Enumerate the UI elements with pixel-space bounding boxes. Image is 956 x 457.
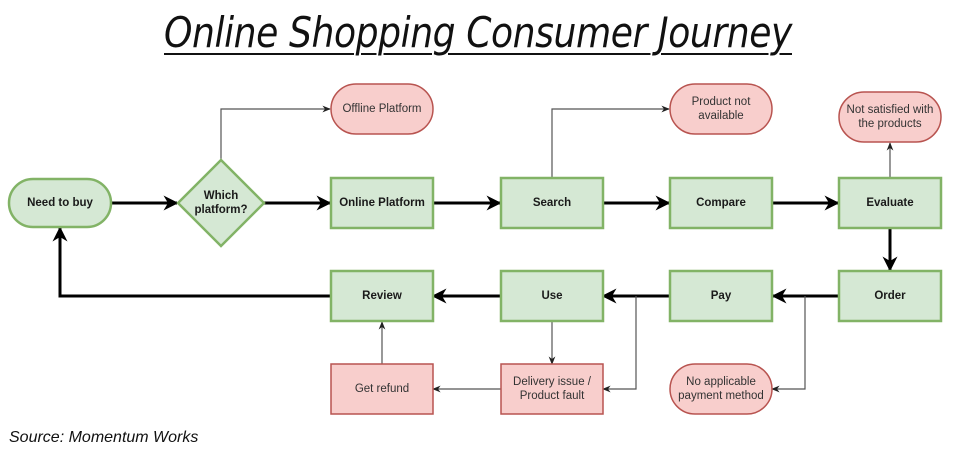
- node-compare: Compare: [668, 176, 774, 230]
- node-refund-shape: [330, 363, 434, 415]
- edge-which-to-offline: [220, 105, 331, 160]
- node-order-label: Order: [874, 290, 906, 302]
- edge-pay-to-delivery: [602, 296, 637, 393]
- node-notavail-label: Product not: [692, 96, 752, 108]
- node-order-shape: [837, 269, 943, 323]
- node-compare-shape: [668, 176, 774, 230]
- node-which-shape: [176, 158, 266, 248]
- node-order: Order: [837, 269, 943, 323]
- node-need-shape: [7, 177, 113, 229]
- node-nopay-label: No applicable: [686, 376, 756, 388]
- node-delivery-label: Delivery issue /: [513, 376, 592, 388]
- node-notsat-shape: [838, 91, 942, 143]
- node-notavail-shape: [669, 83, 773, 135]
- edge-review-to-need: [52, 226, 331, 298]
- node-evaluate: Evaluate: [837, 176, 943, 230]
- node-refund-label: Get refund: [355, 383, 409, 395]
- node-offline-shape: [330, 83, 434, 135]
- node-online-shape: [329, 176, 435, 230]
- edge-order-to-nopay: [771, 296, 806, 393]
- node-notavail-label: available: [698, 110, 743, 122]
- node-refund: Get refund: [330, 363, 434, 415]
- node-search-shape: [499, 176, 605, 230]
- node-offline-label: Offline Platform: [342, 103, 421, 115]
- node-pay-shape: [668, 269, 774, 323]
- node-need: Need to buy: [7, 177, 113, 229]
- node-review: Review: [329, 269, 435, 323]
- node-notsat: Not satisfied with the products: [838, 91, 942, 143]
- node-which-label: Which: [204, 190, 239, 202]
- node-nopay-label: payment method: [678, 390, 764, 402]
- node-offline: Offline Platform: [330, 83, 434, 135]
- node-search-label: Search: [533, 197, 571, 209]
- diagram-title: Online Shopping Consumer Journey: [164, 8, 792, 57]
- node-use-shape: [499, 269, 605, 323]
- node-which: Which platform?: [176, 158, 266, 248]
- edges-layer: [52, 105, 898, 393]
- node-pay: Pay: [668, 269, 774, 323]
- node-nopay-shape: [669, 363, 773, 415]
- node-evaluate-shape: [837, 176, 943, 230]
- nodes-layer: Need to buy Which platform? Offline Platfor…: [7, 83, 943, 415]
- node-delivery-shape: [500, 363, 604, 415]
- node-use-label: Use: [541, 290, 562, 302]
- node-notsat-label: the products: [858, 118, 922, 130]
- node-notsat-label: Not satisfied with: [847, 104, 934, 116]
- node-need-label: Need to buy: [27, 197, 93, 209]
- node-review-label: Review: [362, 290, 402, 302]
- node-nopay: No applicable payment method: [669, 363, 773, 415]
- node-online: Online Platform: [329, 176, 435, 230]
- node-which-label: platform?: [194, 204, 247, 216]
- source-caption: Source: Momentum Works: [9, 429, 199, 446]
- node-search: Search: [499, 176, 605, 230]
- node-compare-label: Compare: [696, 197, 746, 209]
- node-notavail: Product not available: [669, 83, 773, 135]
- node-use: Use: [499, 269, 605, 323]
- node-pay-label: Pay: [711, 290, 732, 302]
- node-evaluate-label: Evaluate: [866, 197, 913, 209]
- edge-search-to-notavail: [551, 105, 670, 178]
- node-delivery: Delivery issue / Product fault: [500, 363, 604, 415]
- node-delivery-label: Product fault: [520, 390, 585, 402]
- node-online-label: Online Platform: [339, 197, 425, 209]
- node-review-shape: [329, 269, 435, 323]
